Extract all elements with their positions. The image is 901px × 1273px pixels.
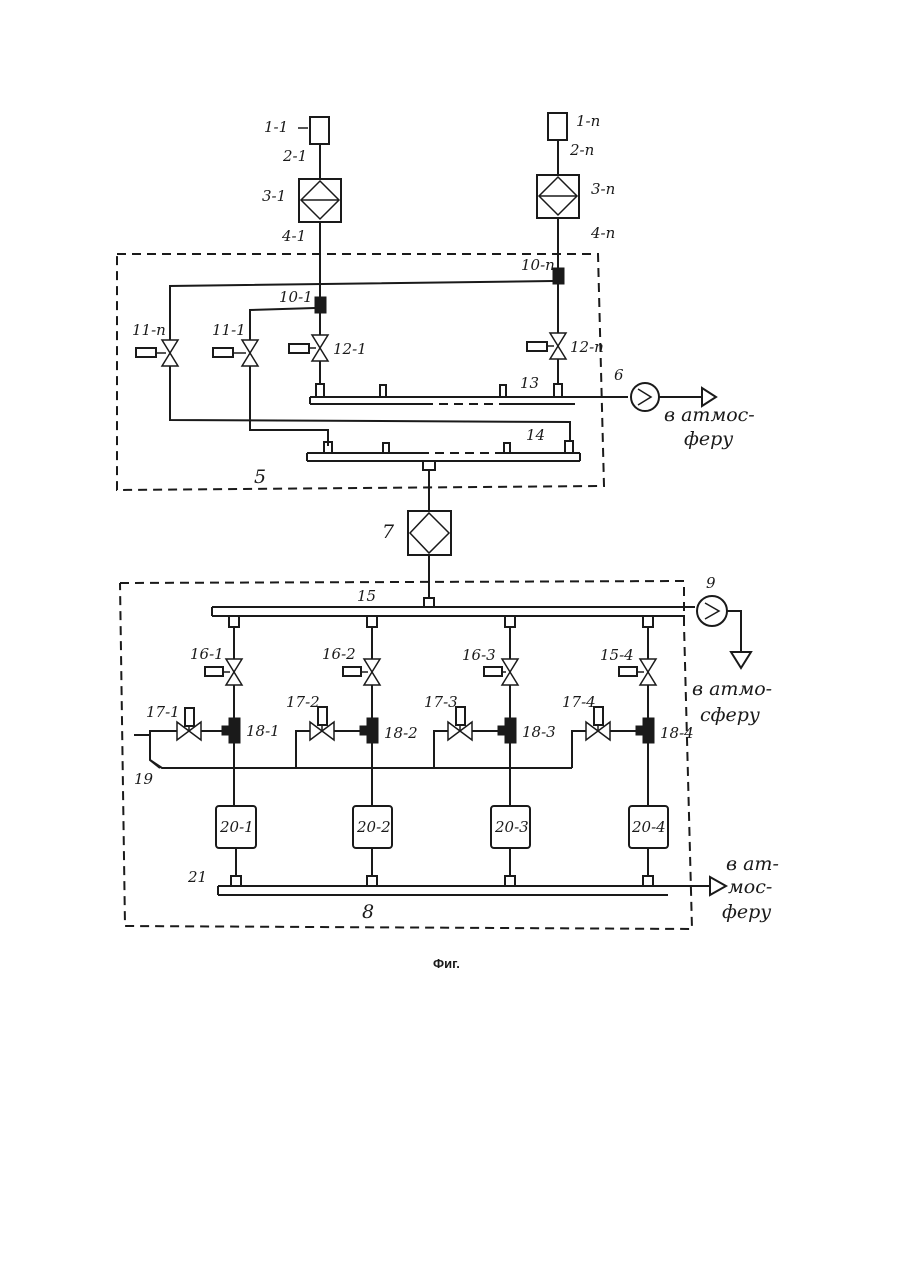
tee-10-1: [315, 297, 326, 313]
label-18-2: 18-2: [384, 724, 418, 742]
label-16-4: 15-4: [600, 646, 634, 664]
exhaust-arrow-mid: [731, 652, 751, 668]
label-10-1: 10-1: [279, 288, 313, 306]
line-101-111: [250, 308, 315, 340]
note-atm-mid-line2: сферу: [700, 704, 760, 726]
label-18-3: 18-3: [522, 723, 556, 741]
label-5: 5: [254, 466, 266, 488]
label-4-n: 4-п: [590, 224, 615, 242]
note-atm-bottom-line1: в ат-: [726, 853, 779, 875]
collector-13: [310, 384, 628, 404]
figure-caption: Фиг.: [433, 956, 460, 971]
line-111-14: [250, 366, 328, 446]
valve-11-n: [136, 340, 178, 366]
note-atm-bottom-line2: мос-: [728, 876, 772, 898]
collector-15: [212, 598, 695, 627]
label-18-4: 18-4: [660, 724, 694, 742]
collector-21: [218, 876, 710, 895]
enclosure-5: [117, 254, 604, 490]
label-17-4: 17-4: [562, 693, 596, 711]
sensor-1-n: [548, 113, 567, 140]
label-10-n: 10-п: [521, 256, 555, 274]
label-3-1: 3-1: [262, 187, 286, 205]
label-19: 19: [134, 770, 154, 788]
label-2-n: 2-п: [569, 141, 594, 159]
line-9-out: [727, 611, 741, 652]
note-atm-bottom-line3: феру: [722, 901, 771, 923]
label-11-n: 11-п: [132, 321, 166, 339]
label-20-4: 20-4: [631, 818, 666, 836]
label-16-2: 16-2: [322, 645, 356, 663]
filter-7: [408, 511, 451, 555]
label-12-n: 12-п: [570, 338, 604, 356]
valve-17-2: [296, 707, 360, 768]
label-14: 14: [526, 426, 545, 444]
note-atm-top: в атмос- феру: [664, 404, 755, 450]
note-atm-mid-line1: в атмо-: [692, 678, 772, 700]
sensor-1-1: [310, 117, 329, 144]
label-18-1: 18-1: [246, 722, 280, 740]
note-atm-mid: в атмо- сферу: [692, 678, 772, 726]
label-17-2: 17-2: [286, 693, 320, 711]
label-20-3: 20-3: [494, 818, 529, 836]
line-19-stub: [150, 760, 160, 768]
label-12-1: 12-1: [333, 340, 367, 358]
label-20-2: 20-2: [356, 818, 391, 836]
note-atm-bottom: в ат- мос- феру: [722, 853, 779, 923]
pump-6: [631, 383, 659, 411]
collector-14: [307, 441, 580, 470]
label-2-1: 2-1: [282, 147, 307, 165]
label-20-1: 20-1: [219, 818, 254, 836]
pump-9: [697, 596, 727, 626]
label-21: 21: [187, 868, 207, 886]
valve-17-4: [572, 707, 636, 768]
label-15: 15: [357, 587, 376, 605]
label-17-3: 17-3: [424, 693, 458, 711]
valve-11-1: [213, 340, 258, 366]
label-1-1: 1-1: [264, 118, 288, 136]
label-3-n: 3-п: [591, 180, 615, 198]
label-1-n: 1-п: [576, 112, 600, 130]
filter-3-n: [537, 175, 579, 218]
label-8: 8: [362, 901, 374, 923]
valve-12-1: [289, 335, 328, 361]
label-9: 9: [706, 574, 716, 592]
label-6: 6: [614, 366, 624, 384]
label-16-3: 16-3: [462, 646, 496, 664]
note-atm-top-line1: в атмос-: [664, 404, 755, 426]
label-17-1: 17-1: [146, 703, 180, 721]
label-11-1: 11-1: [212, 321, 246, 339]
valve-12-n: [527, 333, 566, 359]
exhaust-arrow-bottom: [710, 877, 726, 895]
valve-17-3: [434, 707, 498, 768]
label-4-1: 4-1: [281, 227, 306, 245]
filter-3-1: [299, 179, 341, 222]
label-13: 13: [520, 374, 539, 392]
label-16-1: 16-1: [190, 645, 224, 663]
label-7: 7: [382, 521, 395, 543]
note-atm-top-line2: феру: [684, 428, 733, 450]
